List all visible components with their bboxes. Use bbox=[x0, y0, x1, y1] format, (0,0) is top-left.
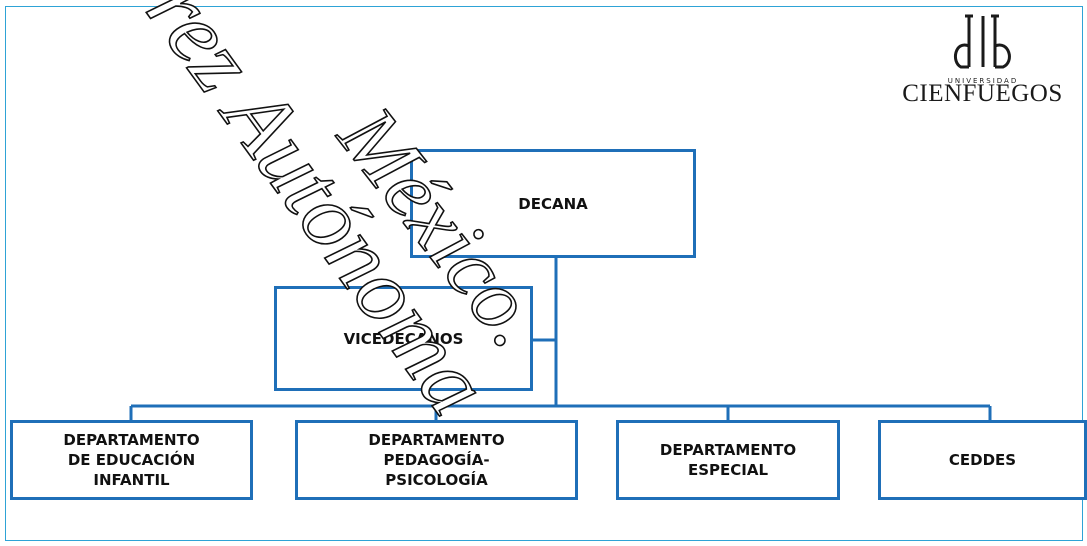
logo-universidad-text: UNIVERSIDAD bbox=[947, 77, 1019, 85]
department-box-ceddes: CEDDES bbox=[878, 420, 1087, 500]
university-logo-mark-icon bbox=[953, 14, 1011, 69]
logo-cienfuegos-text: CIENFUEGOS bbox=[902, 80, 1063, 107]
department-label: DEPARTAMENTO PEDAGOGÍA- PSICOLOGÍA bbox=[368, 431, 505, 489]
department-box-pedagogia-psicologia: DEPARTAMENTO PEDAGOGÍA- PSICOLOGÍA bbox=[295, 420, 578, 500]
slide-frame bbox=[5, 6, 1083, 541]
department-label: DEPARTAMENTO ESPECIAL bbox=[659, 441, 797, 479]
department-box-especial: DEPARTAMENTO ESPECIAL bbox=[616, 420, 840, 500]
department-box-educacion-infantil: DEPARTAMENTO DE EDUCACIÓN INFANTIL bbox=[10, 420, 253, 500]
vicedecanos-label: VICEDECANOS bbox=[343, 329, 464, 348]
decana-label: DECANA bbox=[518, 194, 588, 213]
department-label: DEPARTAMENTO DE EDUCACIÓN INFANTIL bbox=[63, 431, 200, 489]
vicedecanos-box: VICEDECANOS bbox=[274, 286, 533, 391]
department-label: CEDDES bbox=[948, 451, 1017, 469]
university-logo: UNIVERSIDAD CIENFUEGOS bbox=[885, 12, 1080, 112]
decana-box: DECANA bbox=[410, 149, 696, 258]
